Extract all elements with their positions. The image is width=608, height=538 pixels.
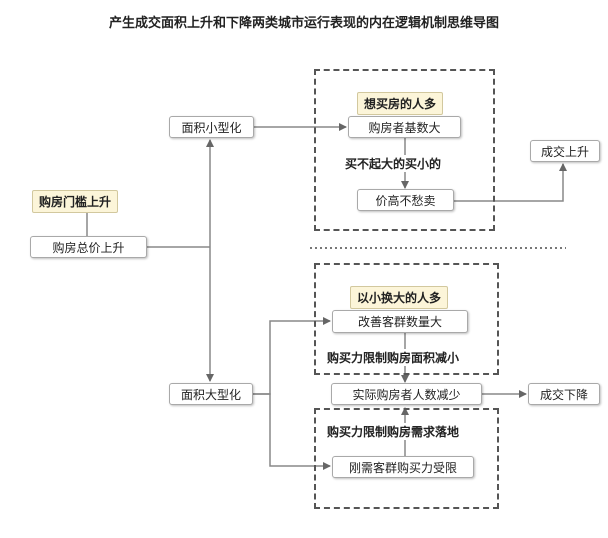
want-buy-label: 想买房的人多 (357, 92, 444, 115)
small-area-node: 面积小型化 (169, 116, 254, 138)
deal-up-node: 成交上升 (530, 140, 600, 162)
top-group-box (314, 69, 495, 231)
middle-group-box (314, 263, 499, 375)
threshold-label: 购房门槛上升 (32, 190, 119, 213)
limit-area-label: 购买力限制购房面积减小 (327, 349, 460, 366)
rigid-limited-node: 刚需客群购买力受限 (332, 456, 474, 478)
large-area-node: 面积大型化 (169, 383, 253, 405)
high-price-node: 价高不愁卖 (357, 189, 454, 211)
deal-down-node: 成交下降 (528, 383, 600, 405)
limit-demand-label: 购买力限制购房需求落地 (327, 423, 460, 440)
cant-afford-label: 买不起大的买小的 (345, 155, 442, 172)
diagram-title: 产生成交面积上升和下降两类城市运行表现的内在逻辑机制思维导图 (108, 16, 499, 31)
upgrade-grow-node: 改善客群数量大 (332, 310, 468, 333)
buyers-fall-node: 实际购房者人数减少 (331, 383, 482, 405)
base-large-node: 购房者基数大 (348, 116, 461, 138)
bottom-group-box (314, 408, 499, 509)
total-price-node: 购房总价上升 (30, 236, 147, 258)
small-to-big-label: 以小换大的人多 (350, 286, 449, 309)
